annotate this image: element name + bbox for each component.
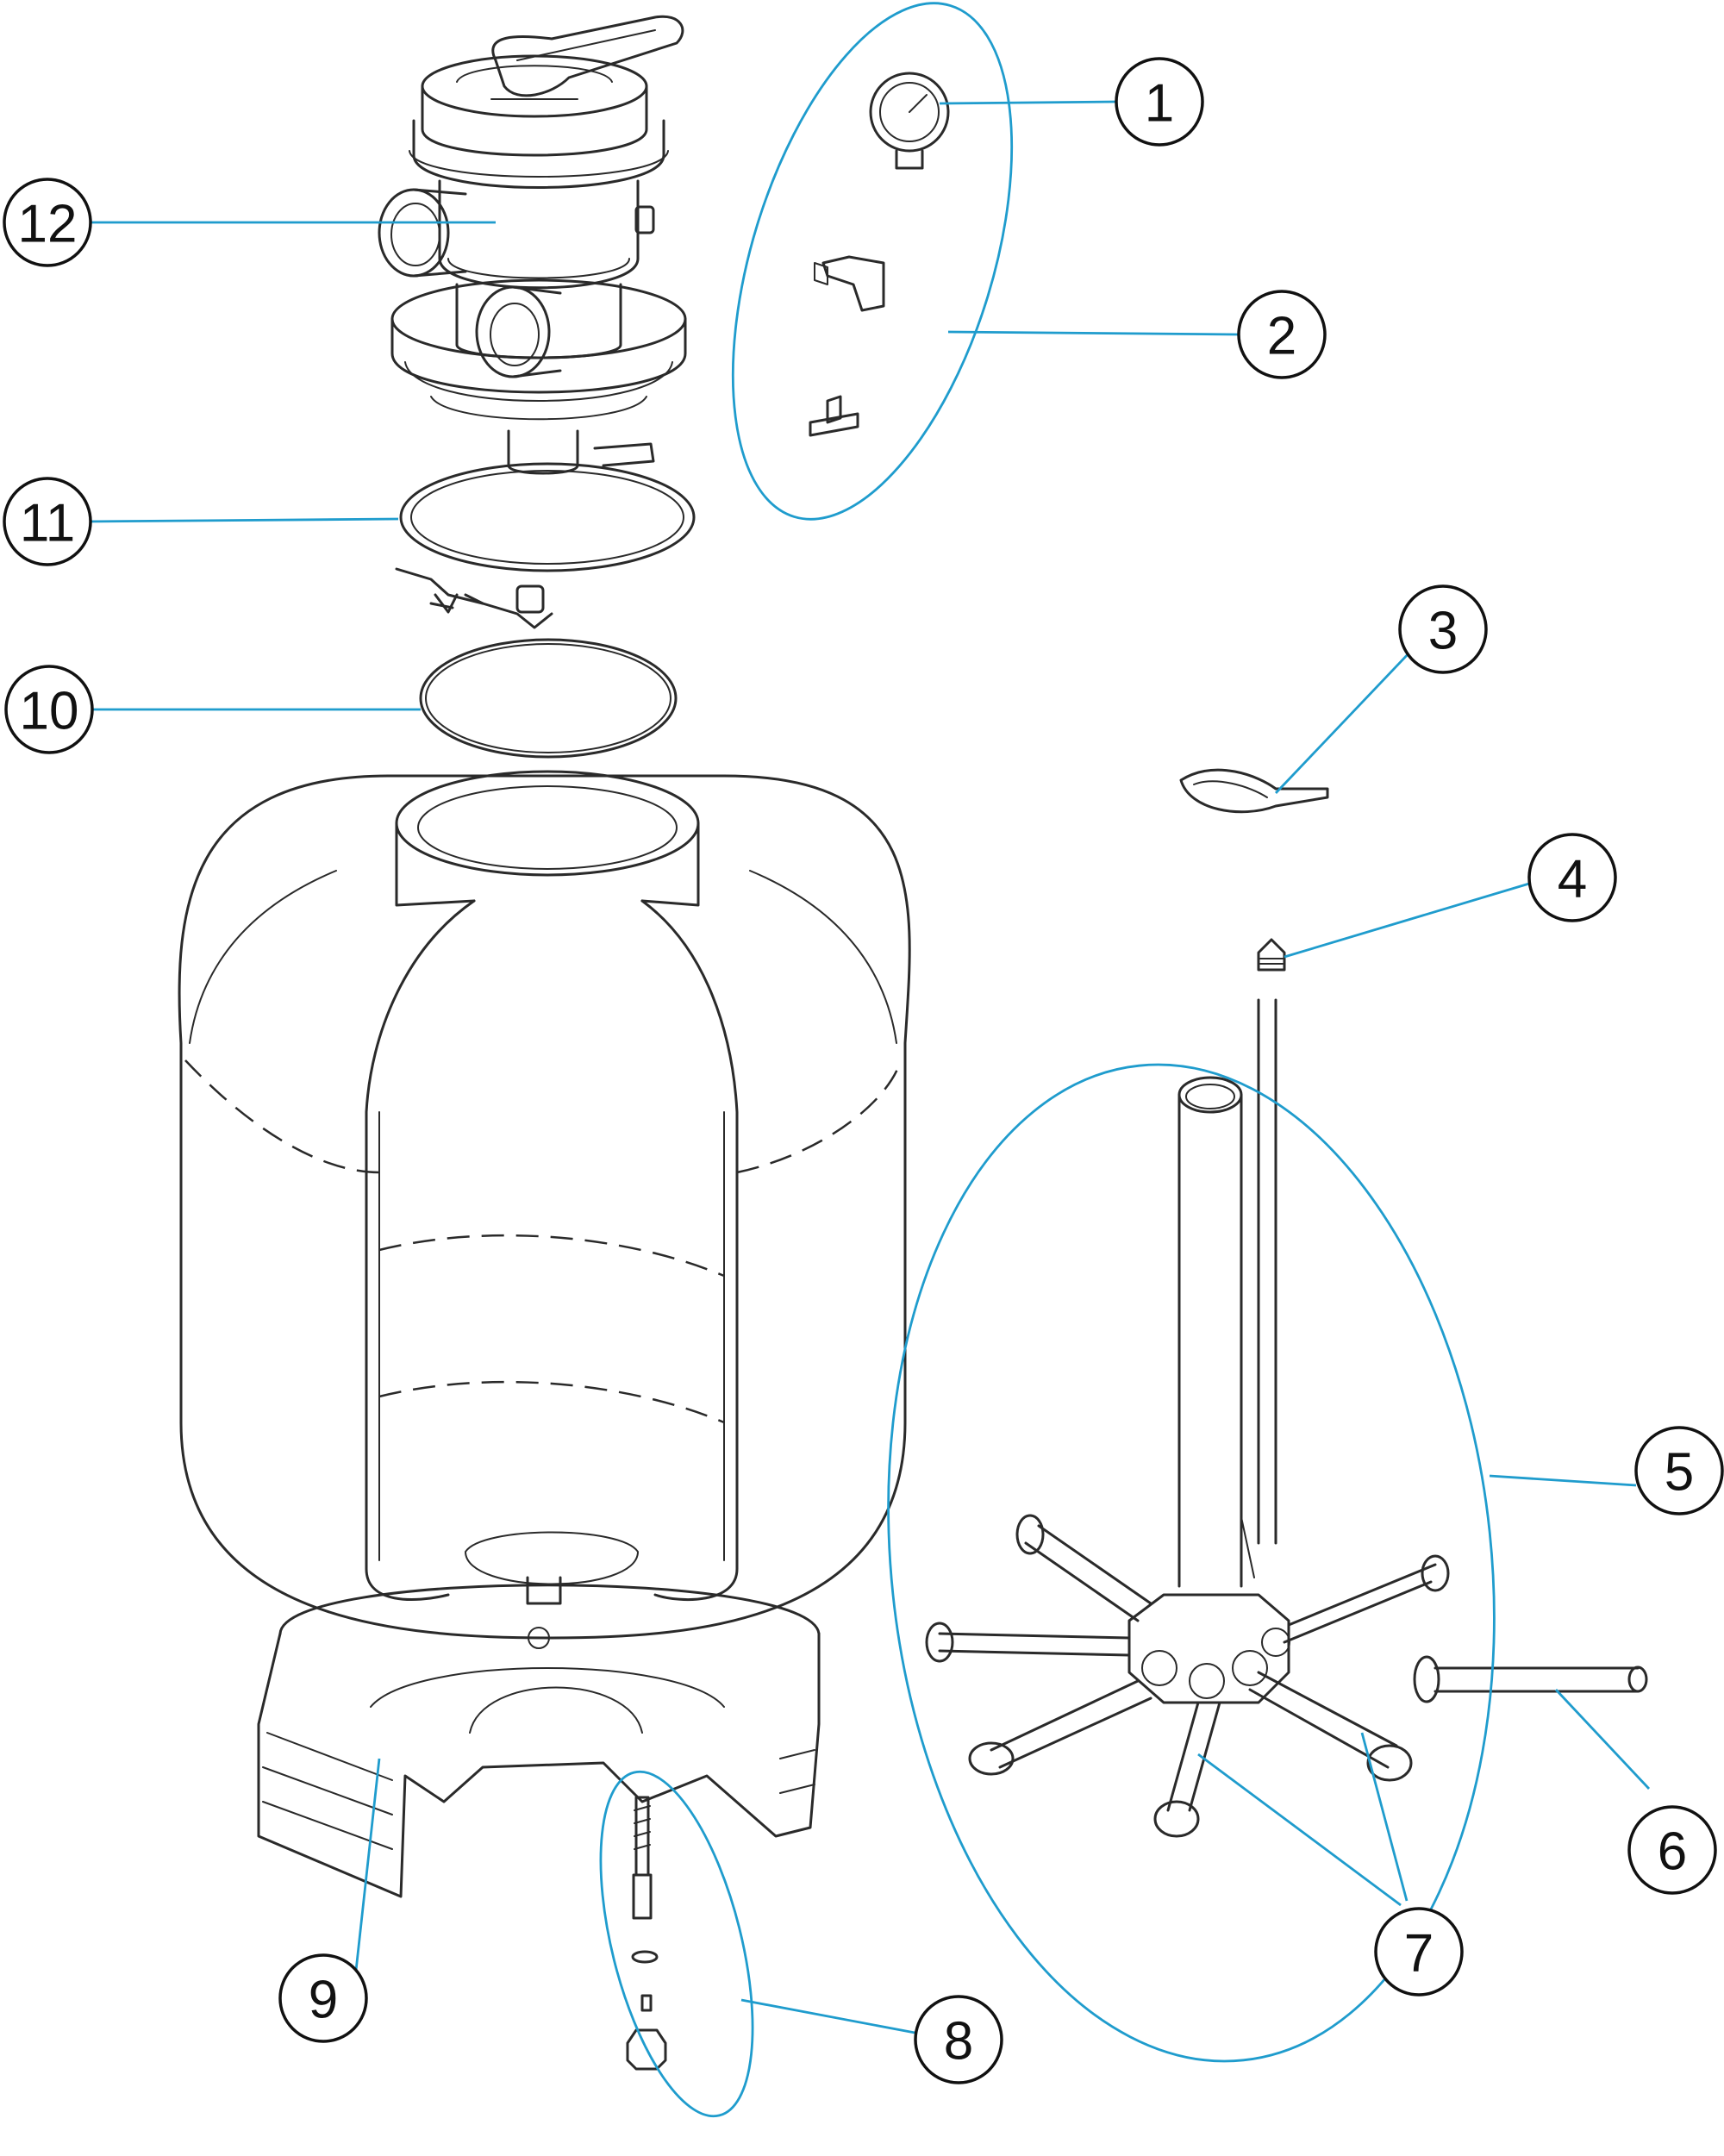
leader-6 (1554, 1689, 1651, 1790)
callout-4: 4 (1527, 833, 1617, 922)
callout-label: 4 (1558, 850, 1587, 909)
callout-label: 5 (1665, 1443, 1694, 1503)
leader-7b (1360, 1732, 1409, 1902)
callout-12: 12 (3, 178, 92, 267)
callout-label: 3 (1428, 602, 1458, 661)
callout-10: 10 (4, 665, 94, 754)
leader-11 (85, 517, 399, 523)
air-release-valve (814, 255, 885, 312)
callout-label: 11 (20, 494, 75, 553)
group-outline-5 (887, 1063, 1496, 2063)
leader-7a (1197, 1753, 1402, 1907)
callout-1: 1 (1115, 57, 1204, 147)
lateral-collector (925, 1076, 1450, 1838)
drain-plug (809, 395, 859, 437)
callout-6: 6 (1627, 1805, 1717, 1895)
callout-label: 12 (18, 195, 78, 254)
callout-label: 2 (1267, 307, 1296, 366)
callout-5: 5 (1634, 1426, 1724, 1515)
callout-2: 2 (1237, 290, 1327, 379)
leader-5 (1489, 1474, 1637, 1487)
callout-label: 1 (1145, 74, 1174, 134)
multiport-valve (378, 15, 687, 475)
clamp-ring (395, 442, 696, 629)
tank-base (257, 1584, 821, 1898)
filter-tank (178, 770, 911, 1649)
callout-label: 9 (309, 1971, 338, 2030)
group-outline-2 (731, 2, 1014, 521)
callout-11: 11 (3, 477, 92, 566)
spare-lateral (1413, 1655, 1648, 1703)
callout-3: 3 (1398, 584, 1488, 674)
pressure-gauge (869, 72, 950, 170)
drain-assembly (626, 1796, 667, 2071)
callout-7: 7 (1374, 1907, 1464, 1997)
air-relief-cap (1257, 938, 1286, 972)
callout-label: 8 (944, 2012, 973, 2072)
callout-label: 7 (1404, 1924, 1434, 1984)
group-outline-8 (599, 1770, 754, 2118)
leader-2 (947, 330, 1240, 336)
leader-4 (1284, 882, 1530, 959)
vent-tube (1257, 998, 1277, 1545)
leader-3 (1274, 650, 1413, 794)
leader-1 (939, 100, 1117, 105)
sand-bag-strap (1179, 768, 1329, 814)
callout-label: 10 (20, 682, 79, 741)
callout-label: 6 (1658, 1822, 1687, 1882)
o-ring (419, 638, 678, 759)
leader-8 (740, 1998, 925, 2036)
leader-9 (353, 1758, 381, 1979)
callout-9: 9 (278, 1953, 368, 2043)
callout-8: 8 (914, 1995, 1003, 2084)
